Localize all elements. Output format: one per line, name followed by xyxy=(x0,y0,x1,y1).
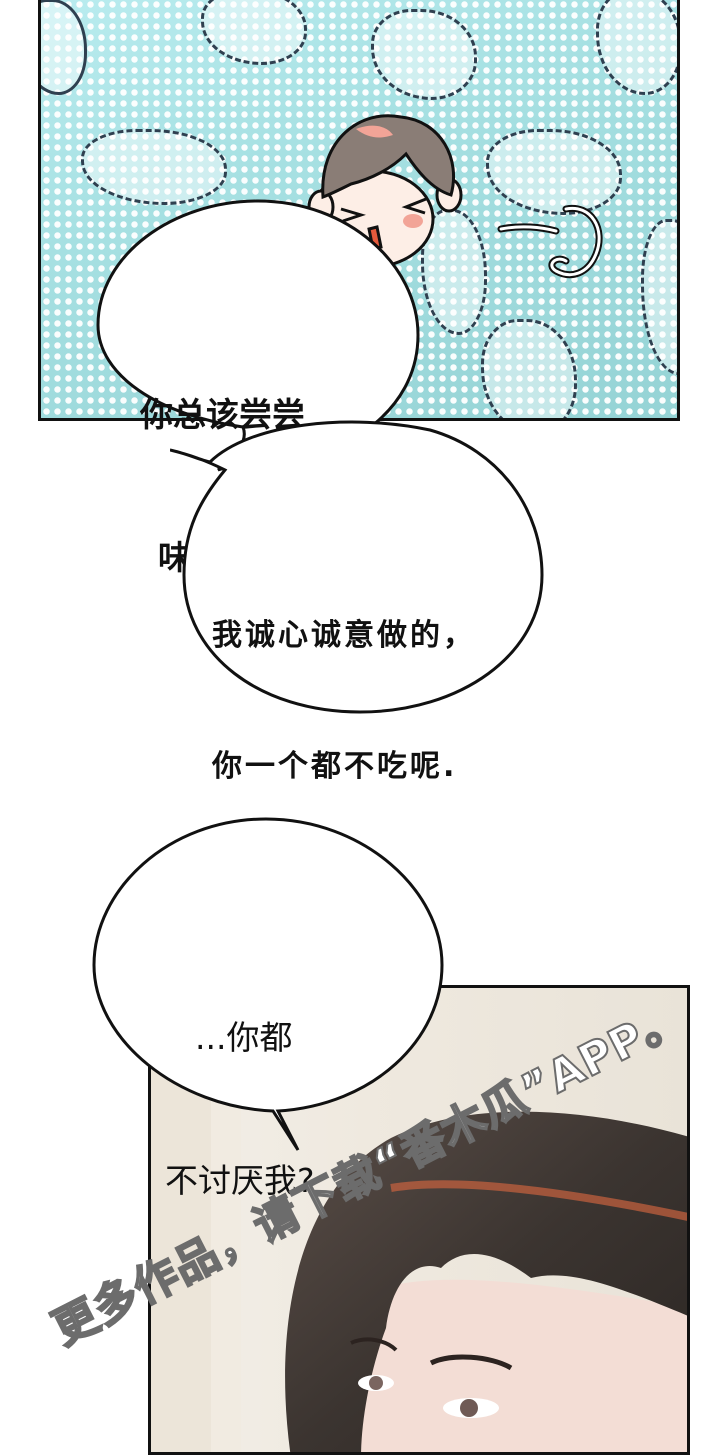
panel-top xyxy=(38,0,680,421)
doodle-shape xyxy=(201,0,307,65)
bubble-1-line-1: 你总该尝尝 xyxy=(140,394,305,434)
bubble-3-text: ...你都 不讨厌我? xyxy=(165,918,315,1253)
doodle-shape xyxy=(486,129,622,215)
speech-bubble-3 xyxy=(92,817,444,1151)
bubble-2-line-2: 你一个都不吃呢. xyxy=(212,748,458,784)
bubble-2-line-1: 我诚心诚意做的， xyxy=(212,618,476,653)
bubble-3-line-1: ...你都 xyxy=(195,1017,293,1057)
squiggle-sfx-icon xyxy=(497,204,603,279)
speech-bubble-2 xyxy=(170,420,544,714)
doodle-shape xyxy=(371,9,477,100)
doodle-shape xyxy=(41,0,87,95)
bubble-2-text: 我诚心诚意做的， 你一个都不吃呢. xyxy=(212,527,476,832)
doodle-shape xyxy=(596,0,677,95)
doodle-shape xyxy=(81,129,227,205)
bubble-3-line-2: 不讨厌我? xyxy=(165,1161,315,1201)
doodle-shape xyxy=(641,219,677,375)
doodle-shape xyxy=(481,319,577,418)
speech-bubble-1 xyxy=(96,199,420,472)
